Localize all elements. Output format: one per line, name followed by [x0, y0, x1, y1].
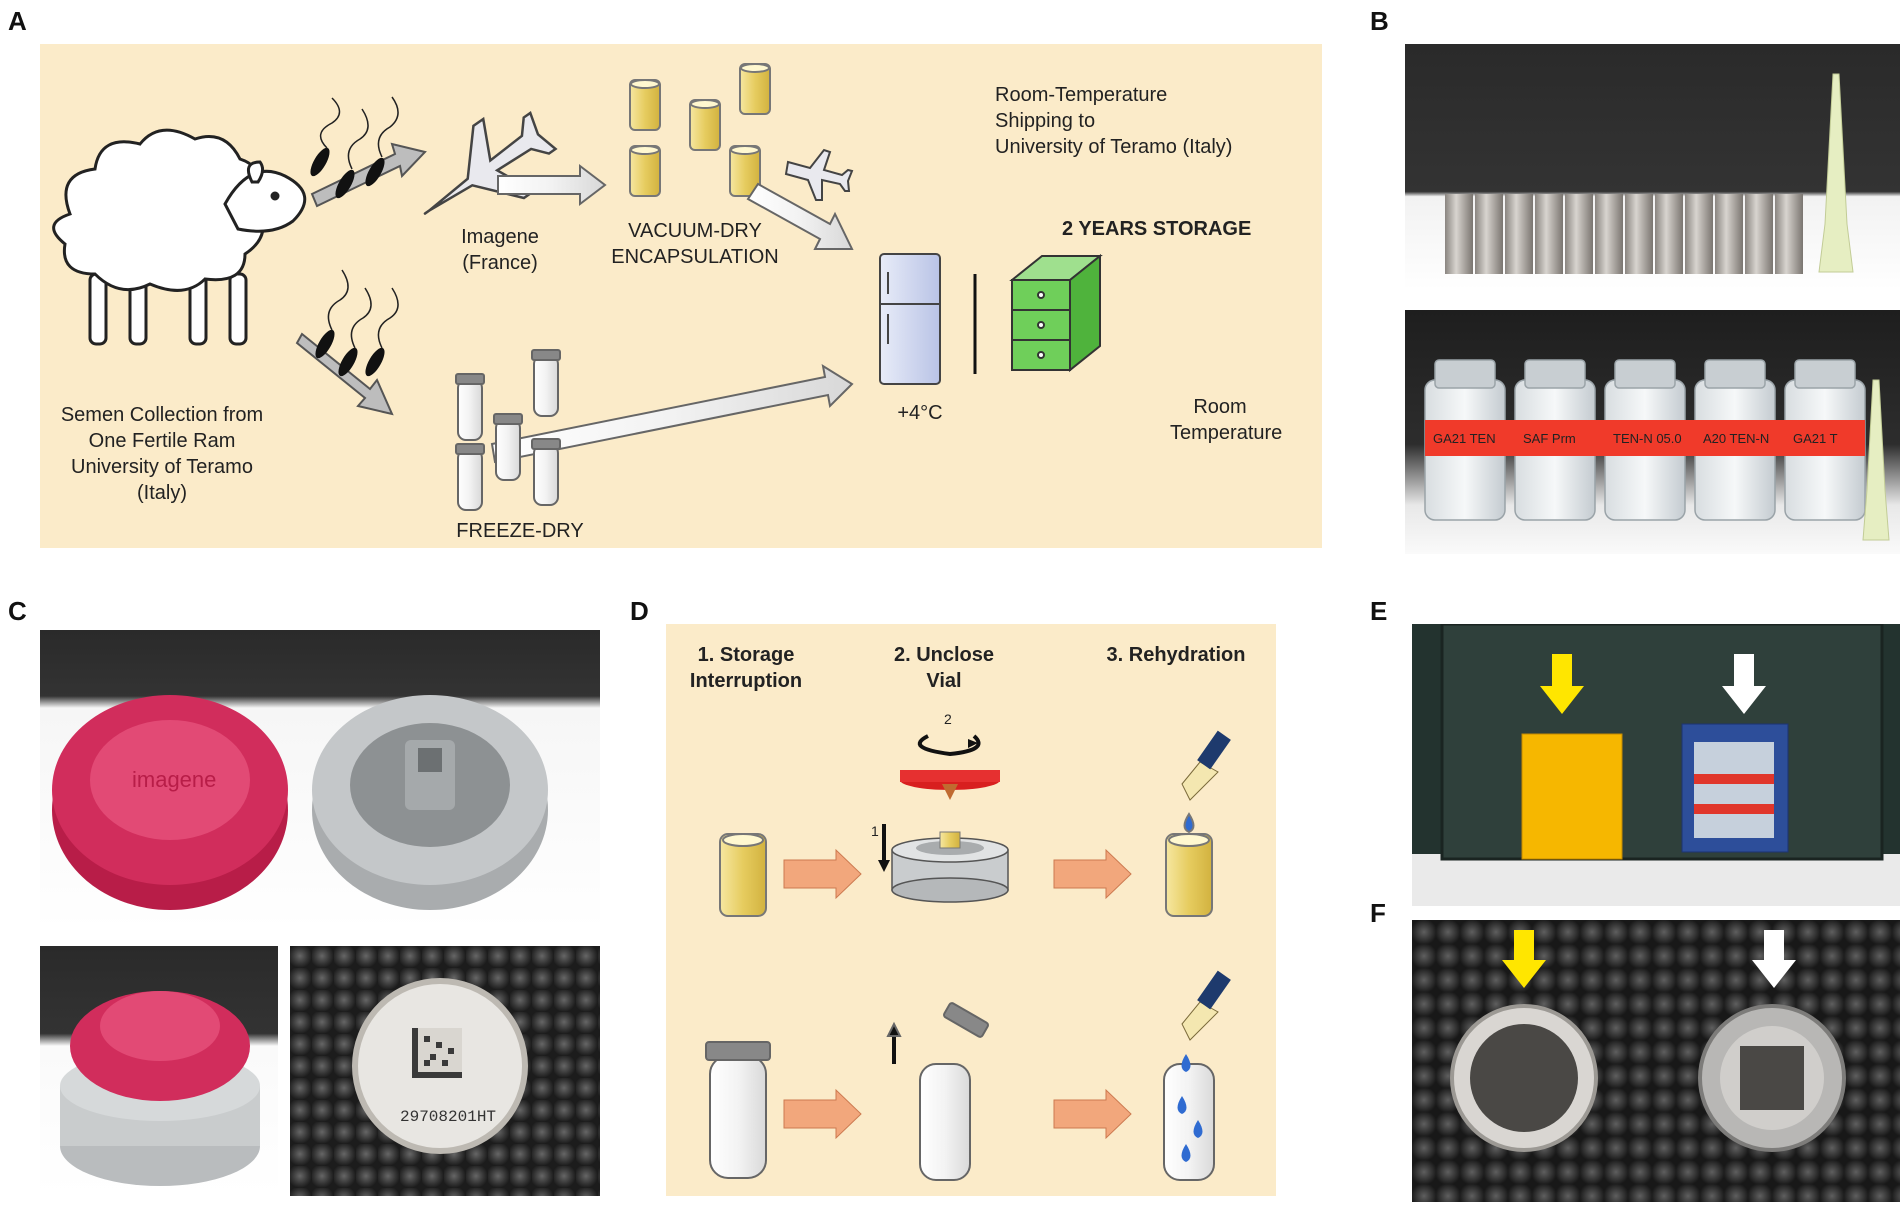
- opener-device-icon: [878, 734, 1009, 903]
- gold-capsules-icon: [629, 63, 771, 197]
- open-gold-capsule: [1450, 1004, 1598, 1152]
- panel-label-a: A: [8, 6, 27, 36]
- freeze-dry-label: FREEZE-DRY: [456, 520, 584, 542]
- photo-capsule-caps: imagene: [40, 630, 600, 930]
- photo-metal-capsules: [1405, 44, 1900, 290]
- metal-capsule-row: [1445, 194, 1803, 274]
- red-cap-icon: imagene: [52, 695, 288, 910]
- datamatrix-code: [412, 1028, 462, 1078]
- fridge-icon: [879, 253, 941, 385]
- panel-label-f: F: [1370, 898, 1386, 928]
- step-num-2: 2: [944, 711, 952, 727]
- yellow-arrow-icon-f: [1502, 930, 1546, 988]
- arrow-to-fridge-top: [746, 182, 854, 250]
- imagene-label: Imagene(France): [461, 226, 539, 274]
- arrow-to-encapsulation: [497, 163, 607, 207]
- panel-a-graphics: [52, 63, 1103, 511]
- freeze-dry-tubes-icon: [455, 349, 561, 511]
- panel-label-e: E: [1370, 596, 1388, 626]
- photo-glass-vials: GA21 TEN SAF Prm TEN-N 05.0 A20 TEN-N GA…: [1405, 310, 1900, 554]
- rehydrated-capsule: [1165, 812, 1213, 917]
- step3-label: 3. Rehydration: [1106, 644, 1246, 666]
- photo-capsule-datamatrix: 29708201HT: [290, 946, 600, 1196]
- panel-d-graphics: 1 2: [705, 711, 1231, 1181]
- yellow-arrow-icon: [1540, 654, 1584, 714]
- vial-label-1: GA21 TEN: [1433, 431, 1496, 446]
- step-num-1: 1: [871, 823, 879, 839]
- vial-label-5: GA21 T: [1793, 431, 1838, 446]
- sperm-icon-bottom: [295, 269, 399, 416]
- cap-brand-text: imagene: [132, 767, 216, 792]
- gold-capsule-step1: [719, 833, 767, 917]
- arrow-d-row1-a: [783, 848, 862, 900]
- arrow-d-row2-b: [1053, 1088, 1132, 1140]
- yellow-rack: [1521, 733, 1623, 860]
- photo-capsule-bases: [1412, 920, 1900, 1202]
- panel-label-b: B: [1370, 6, 1389, 36]
- cabinet-icon: [1009, 253, 1103, 373]
- blue-vial-box: [1681, 723, 1789, 853]
- small-airplane-icon: [784, 148, 854, 201]
- sperm-icon-top: [310, 96, 427, 208]
- vial-label-2: SAF Prm: [1523, 431, 1576, 446]
- white-arrow-icon: [1722, 654, 1766, 714]
- panel-label-c: C: [8, 596, 27, 626]
- vial-label-4: A20 TEN-N: [1703, 431, 1769, 446]
- storage-title: 2 YEARS STORAGE: [1062, 218, 1252, 240]
- rehydrated-tube: [1163, 1054, 1215, 1181]
- grey-cap-icon: [312, 695, 548, 910]
- fridge-temp-label: +4°C: [897, 402, 943, 424]
- pipette-icon-top: [1181, 730, 1231, 801]
- red-vial-labels: [1425, 420, 1865, 456]
- pipette-tip-2: [1862, 379, 1890, 541]
- arrow-d-row1-b: [1053, 848, 1132, 900]
- freeze-tube-step1: [705, 1041, 771, 1179]
- panel-label-d: D: [630, 596, 649, 626]
- open-tube-icon: [886, 1002, 989, 1181]
- pipette-tip: [1818, 73, 1854, 273]
- sheep-icon: [52, 128, 307, 346]
- pipette-icon-bottom: [1181, 970, 1231, 1041]
- photo-storage-drawer: [1412, 624, 1900, 906]
- white-arrow-icon-f: [1752, 930, 1796, 988]
- photo-closed-capsule: [40, 946, 278, 1196]
- datamatrix-text: 29708201HT: [400, 1108, 496, 1126]
- vial-label-3: TEN-N 05.0: [1613, 431, 1682, 446]
- arrow-d-row2-a: [783, 1088, 862, 1140]
- open-grey-capsule: [1698, 1004, 1846, 1152]
